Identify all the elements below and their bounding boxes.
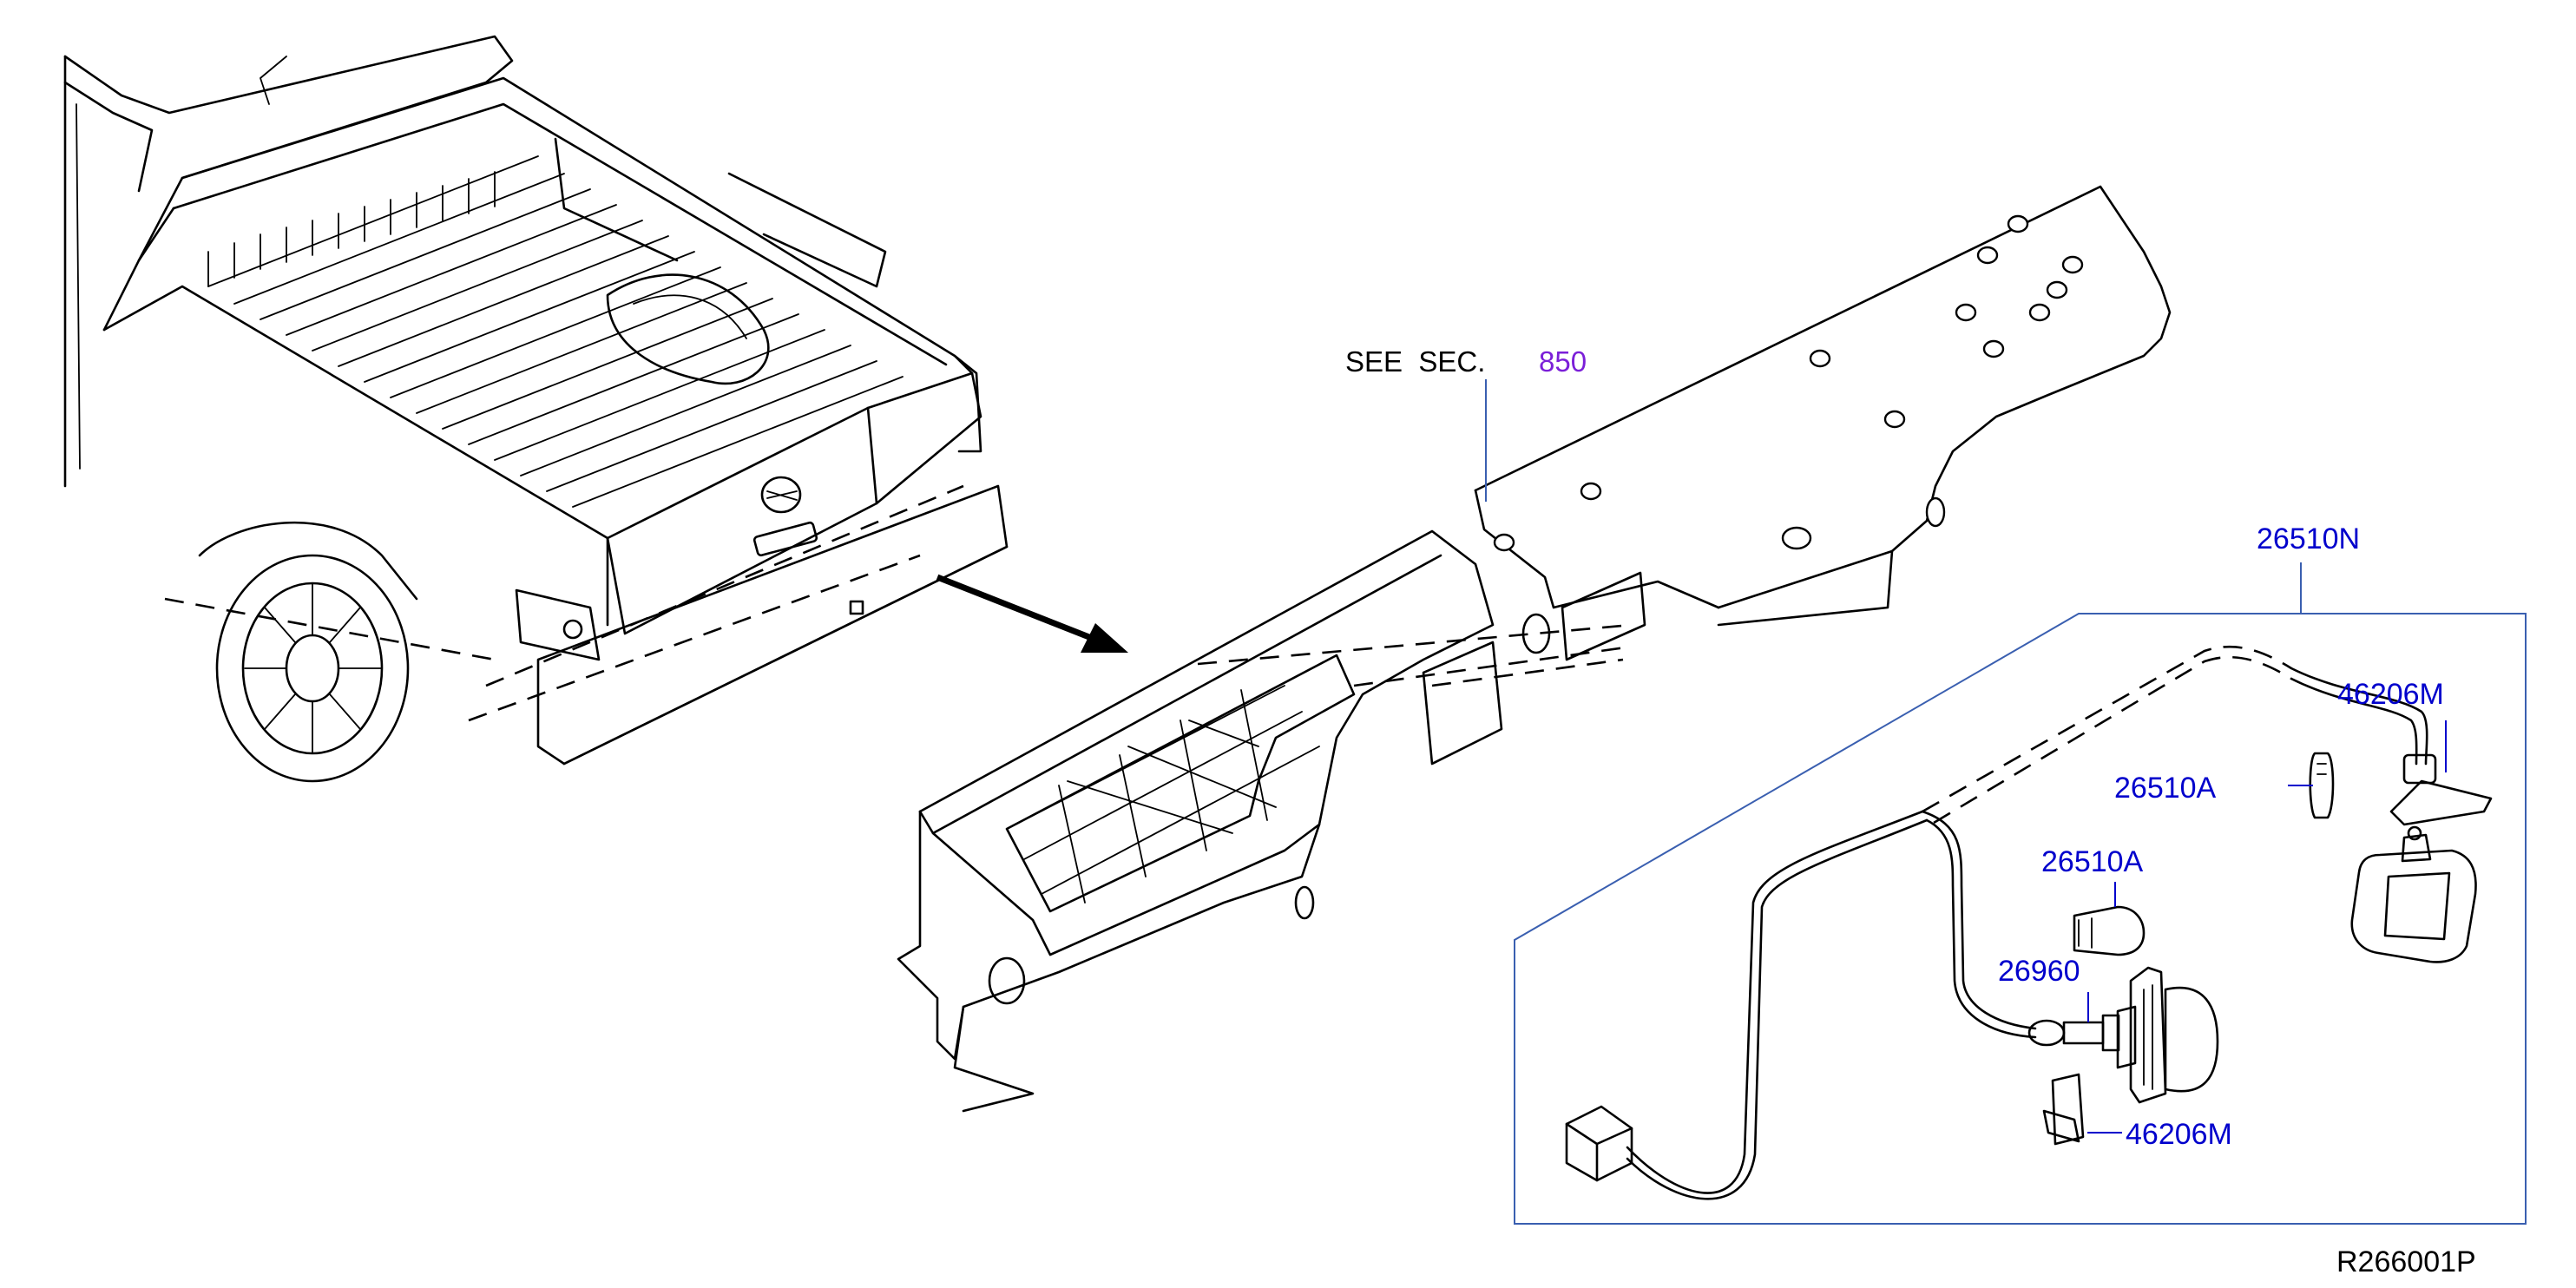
detail-arrow — [936, 574, 1128, 653]
rear-bumper-illustration — [897, 185, 2172, 1113]
pickup-truck-illustration — [63, 35, 1009, 783]
see-sec-number: 850 — [1539, 345, 1587, 378]
grommet-upper-part-number: 46206M — [2337, 678, 2444, 711]
see-section-callout: SEE SEC. 850 — [1345, 345, 1587, 502]
kit-callout-box — [1514, 613, 2527, 1225]
bulb-upper-part-number: 26510A — [2114, 772, 2217, 805]
grommet-lower-part-number: 46206M — [2126, 1118, 2232, 1151]
socket-part-number: 26960 — [1998, 955, 2080, 988]
license-lamp-kit-callout: 26510N — [1514, 522, 2527, 1225]
kit-part-number: 26510N — [2257, 522, 2360, 555]
figure-code: R266001P — [2336, 1245, 2476, 1278]
see-sec-label: SEE SEC. — [1345, 345, 1485, 378]
bulb-lower-part-number: 26510A — [2041, 845, 2144, 878]
